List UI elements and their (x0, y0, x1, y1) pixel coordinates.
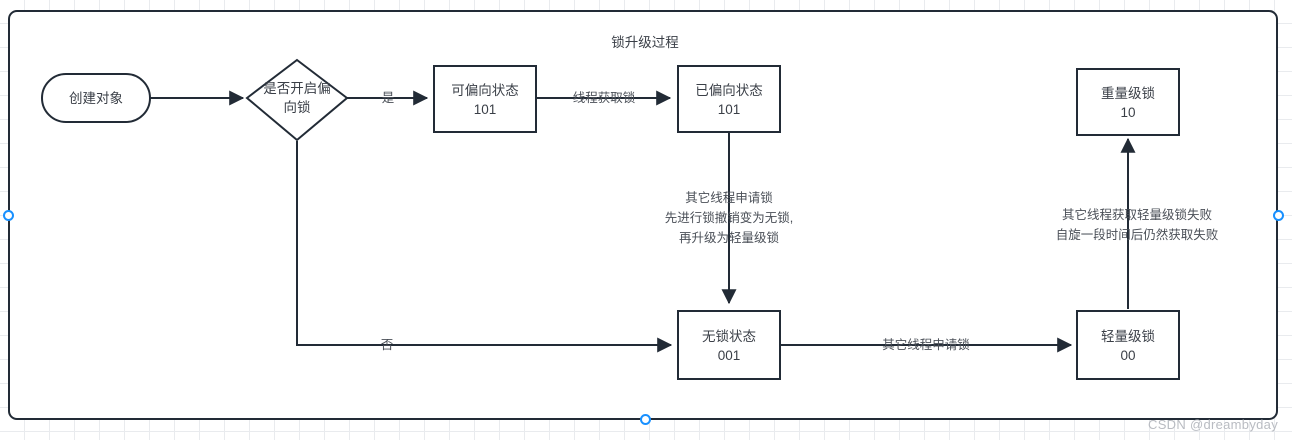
node-biasable-label-line2: 101 (474, 102, 497, 117)
node-heavyweight-label-line2: 10 (1120, 105, 1135, 120)
edge-label-inflate-line2: 自旋一段时间后仍然获取失败 (1056, 227, 1219, 242)
edge-label-thread-acquire: 线程获取锁 (573, 90, 636, 105)
node-biased-state[interactable]: 已偏向状态 101 (677, 65, 781, 133)
node-decision-label-line2: 向锁 (284, 100, 311, 115)
node-heavyweight-label-line1: 重量级锁 (1101, 86, 1155, 101)
edge-label-other-thread-request: 其它线程申请锁 (882, 337, 970, 352)
edge-decision-to-nolock (296, 141, 673, 353)
edge-label-no: 否 (381, 338, 394, 352)
node-biased-label-line1: 已偏向状态 (695, 83, 763, 98)
node-start[interactable]: 创建对象 (41, 73, 151, 123)
edge-label-inflate-line1: 其它线程获取轻量级锁失败 (1062, 207, 1213, 222)
node-nolock-label-line2: 001 (718, 348, 741, 363)
node-lightweight-label-line2: 00 (1120, 348, 1135, 363)
node-decision-label-line1: 是否开启偏 (263, 81, 331, 96)
node-biasable-state[interactable]: 可偏向状态 101 (433, 65, 537, 133)
edge-label-revoke-line1: 其它线程申请锁 (685, 190, 773, 205)
resize-handle-right[interactable] (1273, 210, 1284, 221)
node-nolock-label-line1: 无锁状态 (702, 329, 756, 344)
node-decision-biased-lock-enabled[interactable]: 是否开启偏 向锁 (245, 58, 349, 142)
node-biasable-label-line1: 可偏向状态 (451, 83, 519, 98)
edge-label-revoke-line3: 再升级为轻量级锁 (679, 230, 780, 245)
node-heavyweight-lock[interactable]: 重量级锁 10 (1076, 68, 1180, 136)
diagram-title: 锁升级过程 (611, 35, 679, 50)
edge-label-revoke-line2: 先进行锁撤销变为无锁, (665, 210, 793, 225)
resize-handle-left[interactable] (3, 210, 14, 221)
edge-label-yes: 是 (382, 91, 395, 105)
node-lightweight-label-line1: 轻量级锁 (1101, 329, 1155, 344)
node-no-lock-state[interactable]: 无锁状态 001 (677, 310, 781, 380)
node-lightweight-lock[interactable]: 轻量级锁 00 (1076, 310, 1180, 380)
node-start-label: 创建对象 (69, 91, 123, 106)
watermark: CSDN @dreambyday (1148, 417, 1278, 432)
resize-handle-bottom[interactable] (640, 414, 651, 425)
node-biased-label-line2: 101 (718, 102, 741, 117)
